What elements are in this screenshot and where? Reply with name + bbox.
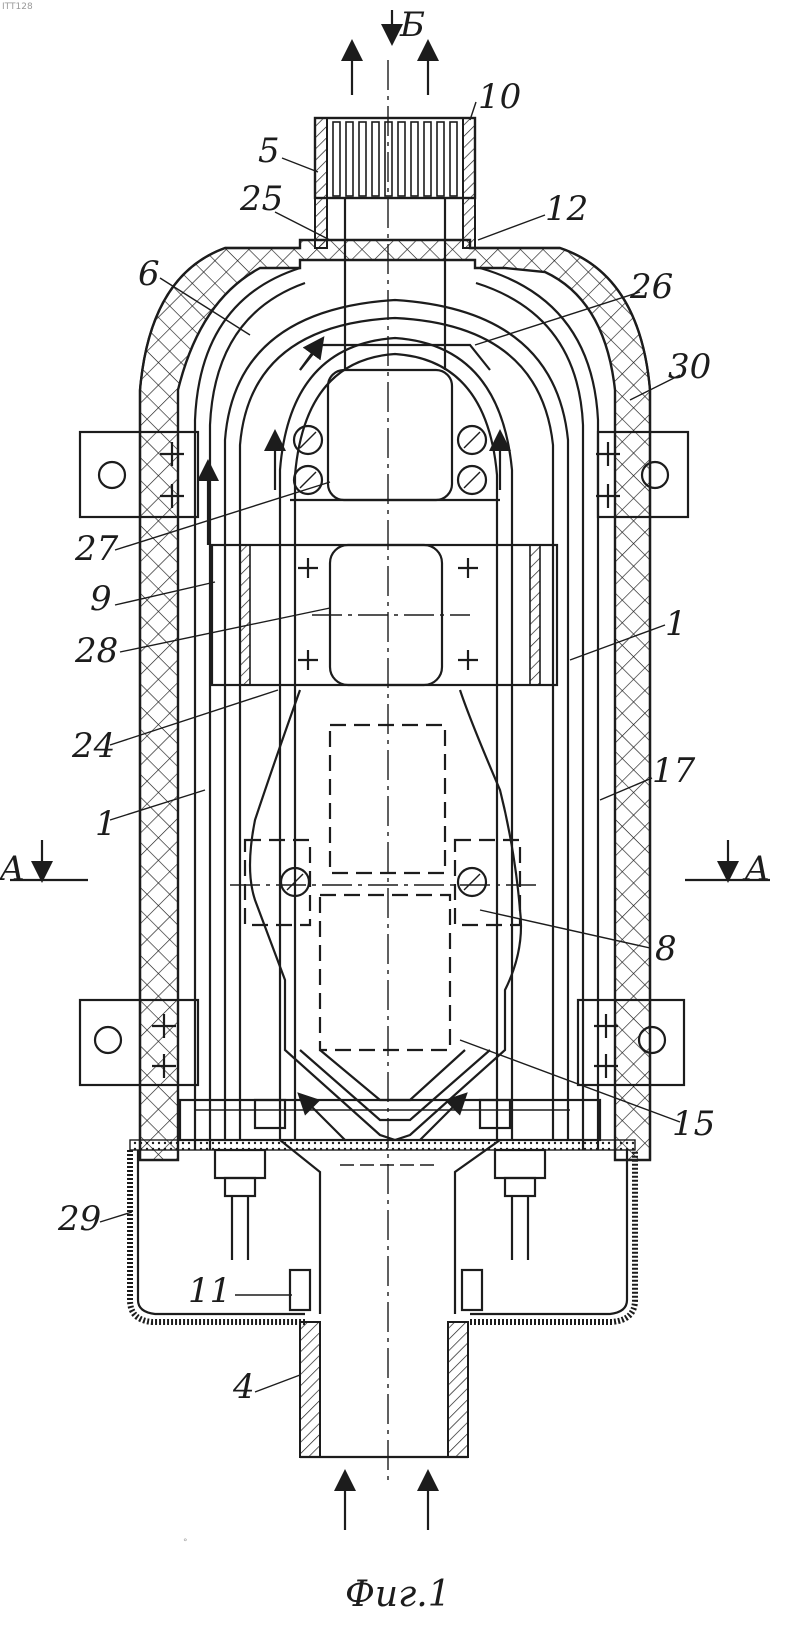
svg-text:27: 27 bbox=[74, 529, 119, 569]
outlet-pipe-top bbox=[315, 118, 475, 198]
svg-text:30: 30 bbox=[668, 347, 711, 387]
flange-nut-right bbox=[480, 1100, 510, 1128]
svg-text:25: 25 bbox=[239, 179, 283, 219]
svg-text:10: 10 bbox=[478, 77, 521, 117]
fins bbox=[333, 122, 457, 196]
svg-text:12: 12 bbox=[545, 189, 588, 229]
svg-text:5: 5 bbox=[258, 131, 280, 171]
section-mark-left: A bbox=[0, 840, 88, 889]
nozzle-left-upper bbox=[280, 1140, 320, 1314]
svg-text:1: 1 bbox=[665, 604, 687, 644]
svg-text:A: A bbox=[0, 849, 25, 889]
svg-text:8: 8 bbox=[655, 929, 677, 969]
corner-mark: ITT128 bbox=[2, 2, 33, 12]
cone-bottom bbox=[320, 1050, 465, 1100]
hidden-lug-left bbox=[245, 840, 310, 925]
figure-caption: Фиг.1 bbox=[345, 1574, 451, 1615]
svg-text:28: 28 bbox=[74, 631, 118, 671]
outlet-pipe-wall-right bbox=[463, 118, 475, 248]
section-mark-right: A bbox=[685, 840, 770, 889]
svg-text:17: 17 bbox=[652, 751, 696, 791]
inlet-wall-left bbox=[300, 1322, 320, 1457]
stud-left bbox=[215, 1150, 265, 1260]
stud-right bbox=[495, 1150, 545, 1260]
u-tube-outer bbox=[225, 300, 568, 1140]
svg-text:24: 24 bbox=[71, 726, 115, 766]
upper-yoke bbox=[300, 345, 490, 370]
svg-text:15: 15 bbox=[672, 1104, 715, 1144]
bushing-left bbox=[290, 1270, 310, 1310]
insulation-gasket bbox=[130, 1140, 635, 1150]
band-liner-left bbox=[240, 545, 250, 685]
svg-text:11: 11 bbox=[188, 1271, 231, 1311]
svg-text:1: 1 bbox=[95, 804, 117, 844]
stray-mark: ° bbox=[183, 1538, 188, 1548]
svg-text:26: 26 bbox=[629, 267, 673, 307]
svg-text:6: 6 bbox=[138, 254, 160, 294]
upper-block bbox=[328, 370, 452, 500]
outlet-pipe-wall-left bbox=[315, 118, 327, 248]
u-tube-2-inner bbox=[295, 354, 497, 1140]
bushing-right bbox=[462, 1270, 482, 1310]
svg-text:29: 29 bbox=[57, 1199, 101, 1239]
view-label: Б bbox=[399, 5, 425, 45]
inlet-wall-right bbox=[448, 1322, 468, 1457]
svg-text:9: 9 bbox=[90, 579, 112, 619]
u-tube-2-outer bbox=[280, 338, 512, 1140]
svg-text:4: 4 bbox=[232, 1367, 255, 1407]
band-liner-right bbox=[530, 545, 540, 685]
svg-text:A: A bbox=[742, 849, 770, 889]
cast-body bbox=[250, 690, 521, 1140]
hidden-cavity-lower bbox=[320, 895, 450, 1050]
